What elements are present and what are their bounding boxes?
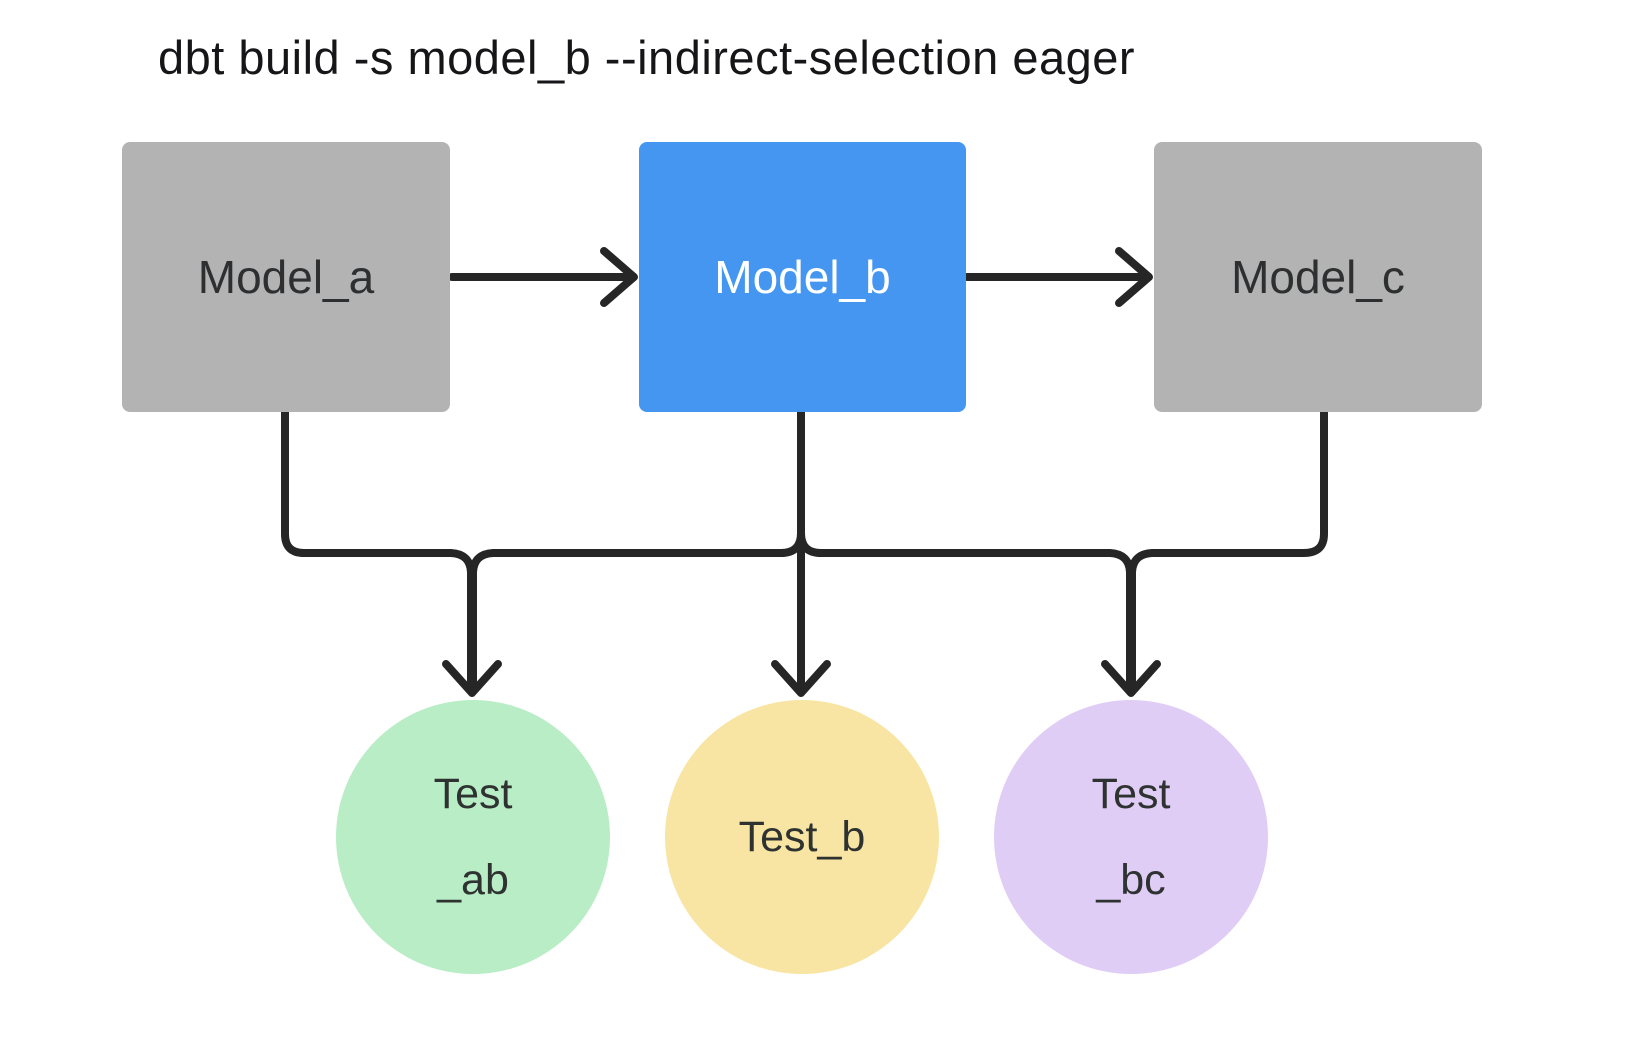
arrowhead-model-c-icon	[1115, 247, 1153, 307]
diagram-title: dbt build -s model_b --indirect-selectio…	[158, 31, 1136, 84]
edge-model-b-to-test-ab	[469, 529, 805, 694]
arrowhead-test-bc-icon	[1101, 660, 1161, 697]
test-b-node: Test_b	[665, 700, 939, 974]
edge-model-c-to-test-bc	[1128, 408, 1328, 694]
test-bc-label-line2: _bc	[1096, 856, 1166, 904]
model-a-label: Model_a	[197, 251, 375, 303]
model-c-node: Model_c	[1154, 142, 1482, 412]
edge-model-a-to-test-ab	[281, 408, 475, 694]
edge-model-b-to-test-bc	[797, 529, 1134, 694]
model-a-node: Model_a	[122, 142, 450, 412]
model-b-node: Model_b	[639, 142, 966, 412]
arrowhead-test-b-icon	[771, 660, 831, 697]
test-b-label-line1: Test_b	[738, 813, 866, 861]
model-b-label: Model_b	[714, 251, 891, 303]
test-bc-label-line1: Test	[1091, 770, 1171, 818]
test-ab-label-line1: Test	[433, 770, 513, 818]
test-bc-node: Test _bc	[994, 700, 1268, 974]
arrowhead-test-ab-icon	[442, 660, 502, 697]
model-c-label: Model_c	[1231, 251, 1405, 303]
test-ab-node: Test _ab	[336, 700, 610, 974]
test-ab-label-line2: _ab	[437, 856, 509, 904]
arrowhead-model-b-icon	[600, 247, 638, 307]
